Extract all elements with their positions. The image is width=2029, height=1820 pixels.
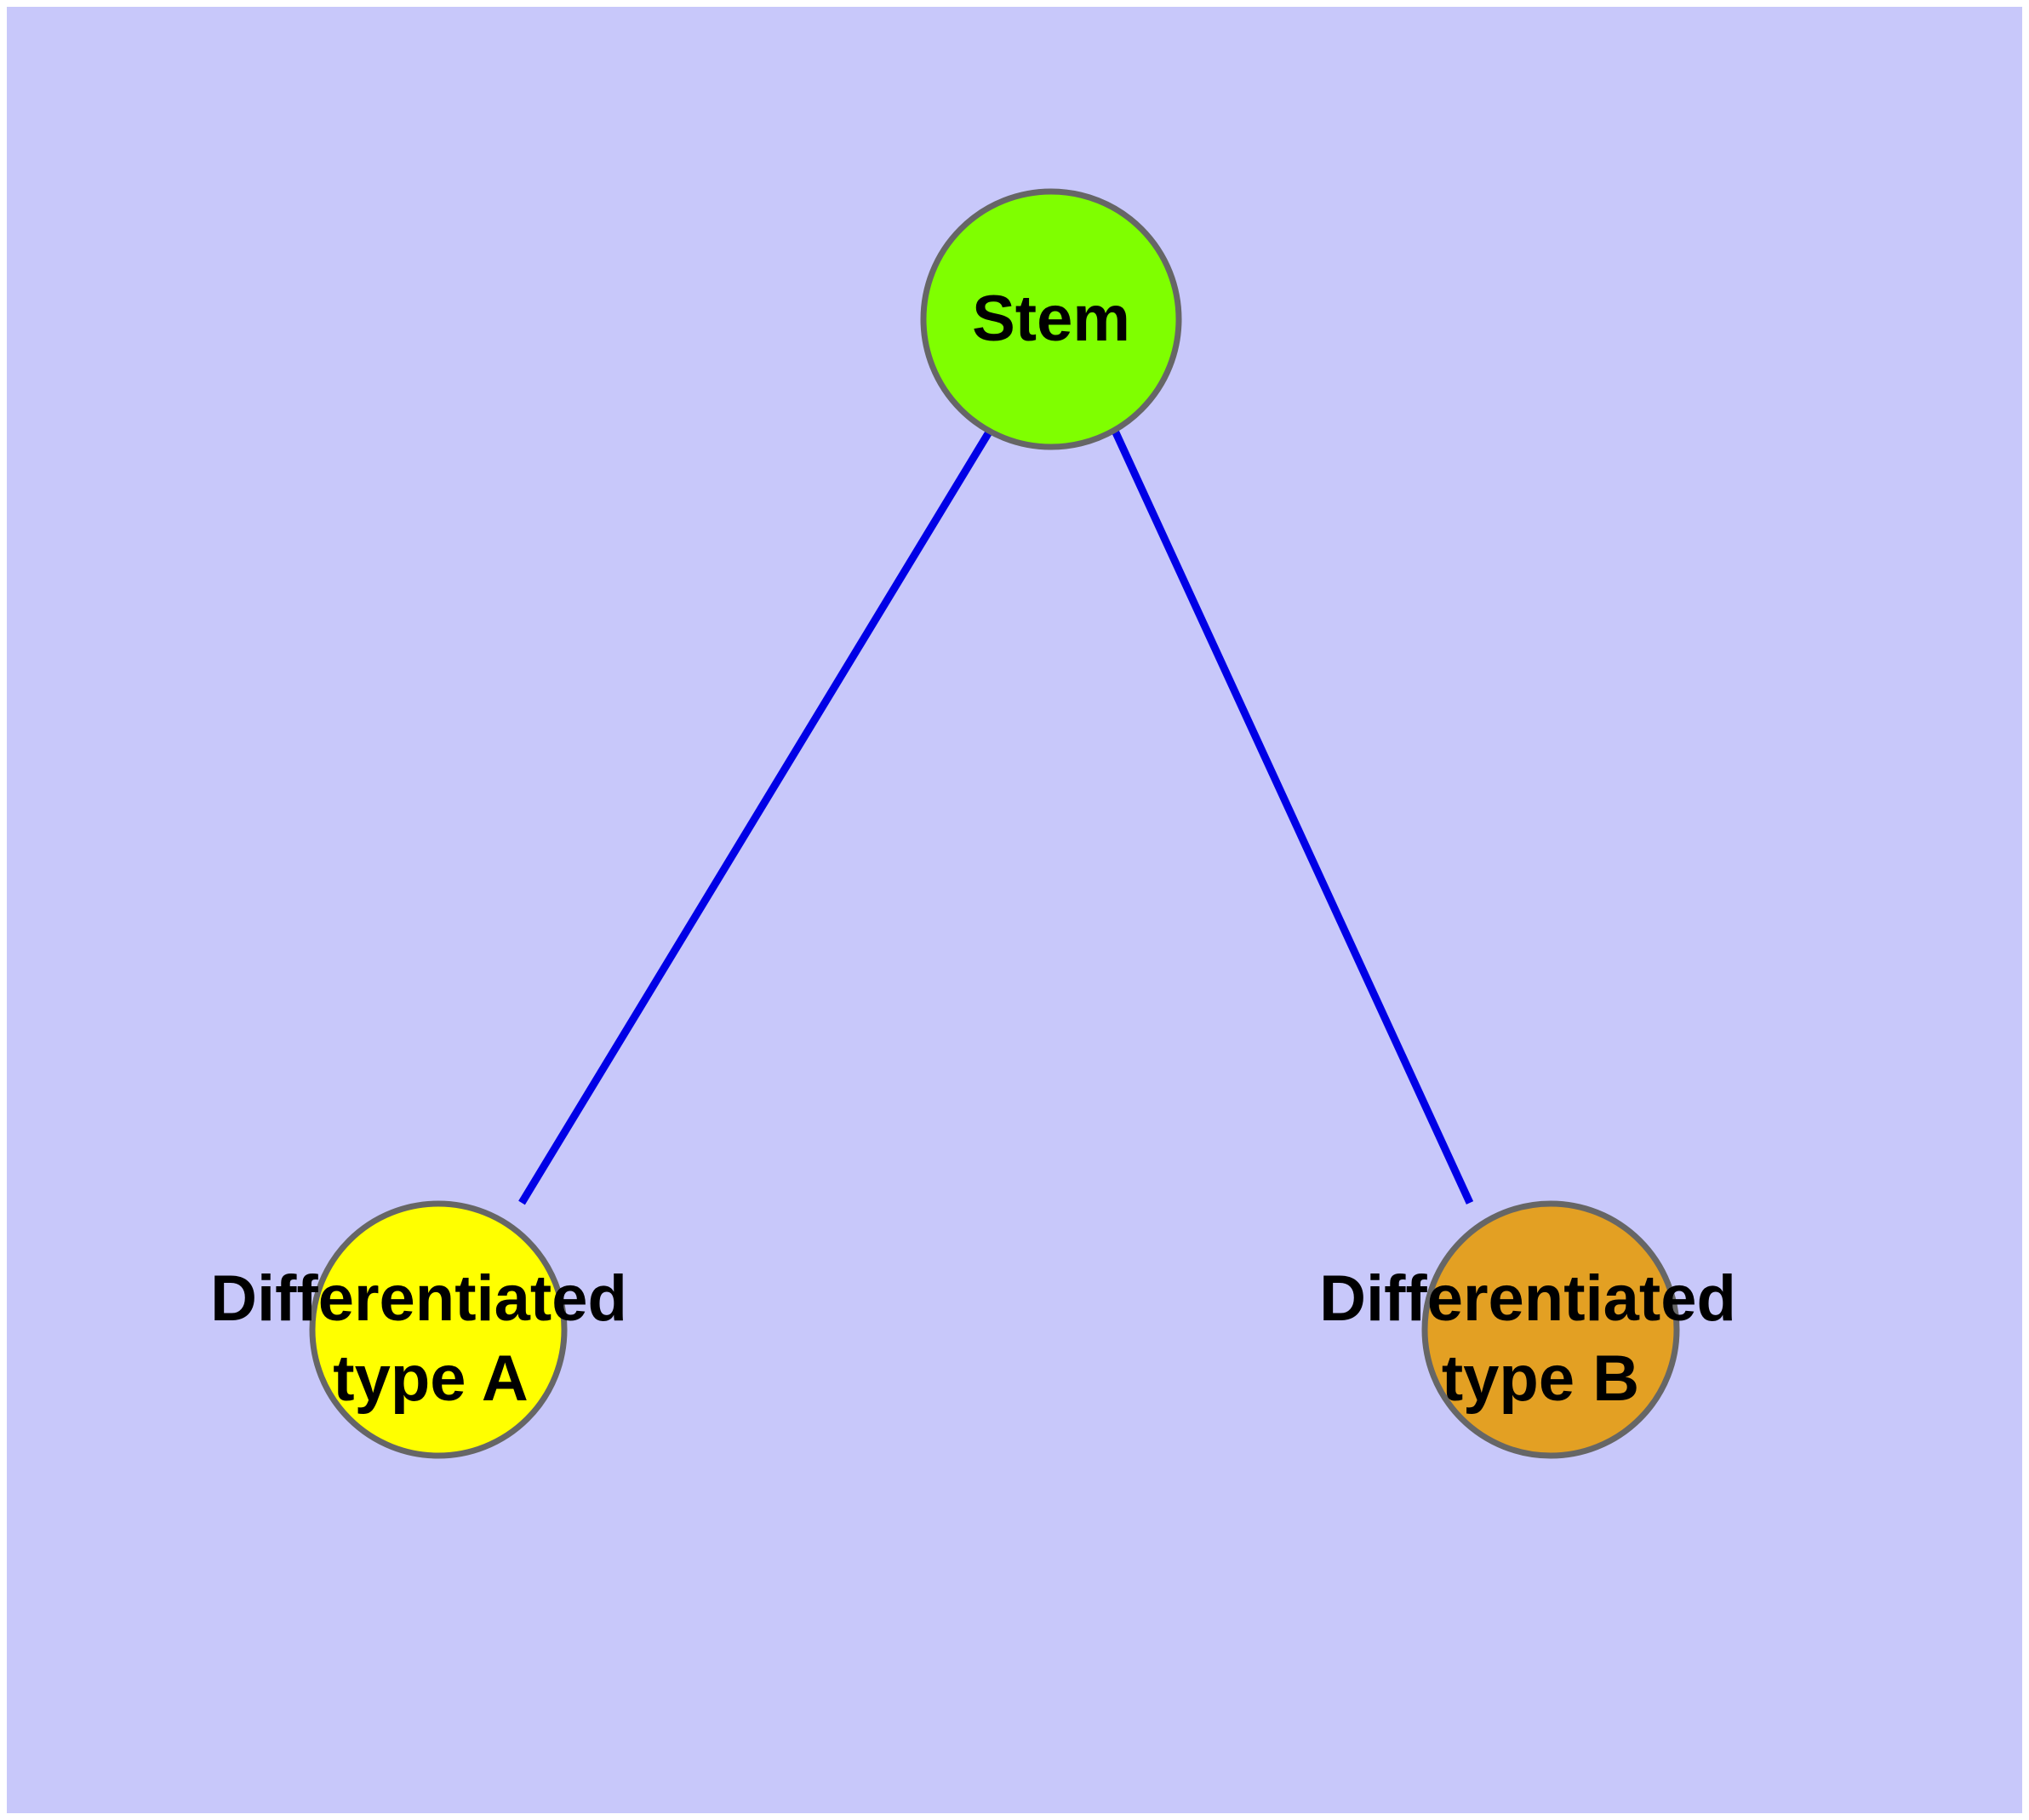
node-differentiated-type-b-label-line2: type B (1442, 1342, 1639, 1415)
edge-stem-to-differentiated-type-b[interactable] (1111, 429, 1474, 1205)
node-differentiated-type-a-circle[interactable] (309, 1200, 568, 1459)
node-stem-label: Stem (972, 283, 1130, 355)
node-differentiated-type-b[interactable]: Differentiated type B (1319, 1200, 1736, 1459)
node-differentiated-type-a-label-line2: type A (333, 1342, 528, 1415)
node-differentiated-type-a[interactable]: Differentiated type A (210, 1200, 627, 1459)
node-differentiated-type-a-label-line1: Differentiated (210, 1262, 627, 1335)
edge-stem-to-differentiated-type-a[interactable] (518, 428, 993, 1205)
node-stem[interactable]: Stem (920, 188, 1182, 450)
node-stem-circle[interactable] (920, 188, 1182, 450)
node-differentiated-type-b-label-line1: Differentiated (1319, 1262, 1736, 1335)
node-differentiated-type-b-circle[interactable] (1421, 1200, 1680, 1459)
edge-layer (518, 428, 1474, 1205)
